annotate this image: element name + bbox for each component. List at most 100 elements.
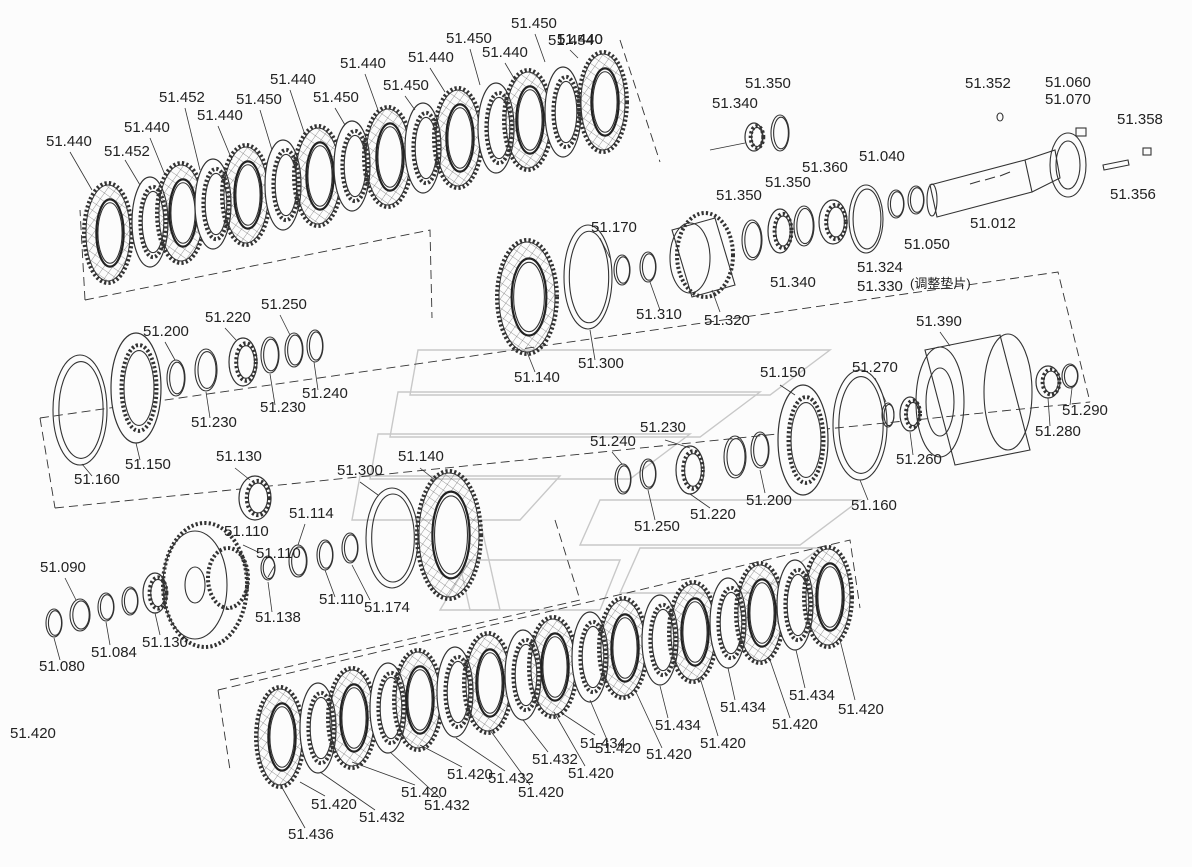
bearing-51340a: [767, 208, 794, 254]
shim-51324: [848, 184, 884, 254]
leader-line: [489, 729, 531, 786]
part-number-label: 51.270: [852, 359, 898, 376]
top-clutch-disc: [220, 143, 272, 247]
leader-line: [389, 751, 441, 799]
part-number-label: 51.150: [760, 364, 806, 381]
leader-line: [647, 489, 656, 521]
bottom-clutch-disc: [597, 596, 649, 700]
part-number-label: 51.290: [1062, 402, 1108, 419]
part-number-label: 51.130: [142, 634, 188, 651]
ring-51230b: [260, 336, 280, 374]
bearing-51280: [1035, 365, 1062, 399]
leader-lines: [53, 33, 1073, 829]
part-number-label: 51.160: [851, 497, 897, 514]
snap-ring-51300-top: [563, 224, 613, 330]
ring-51350b: [793, 205, 815, 247]
ring-51050: [907, 185, 925, 215]
part-number-label: 51.432: [424, 797, 470, 814]
bottom-clutch-disc: [802, 545, 854, 649]
part-number-label: 51.356: [1110, 186, 1156, 203]
part-number-label: 51.230: [640, 419, 686, 436]
leader-line: [242, 544, 259, 553]
output-shaft: [709, 112, 1152, 218]
leader-line: [727, 667, 736, 701]
ring-51174: [341, 532, 359, 564]
ring-51110c: [316, 539, 334, 571]
part-number-label: 51.350: [716, 187, 762, 204]
part-number-label: 51.330: [857, 278, 903, 295]
leader-line: [939, 331, 951, 347]
part-number-label: 51.452: [104, 143, 150, 160]
part-number-label: 51.250: [634, 518, 680, 535]
part-number-label: 51.114: [289, 505, 334, 522]
part-number-label: 51.138: [255, 609, 301, 626]
part-number-label: 51.420: [518, 784, 564, 801]
part-number-label: 51.230: [191, 414, 237, 431]
leader-line: [859, 479, 869, 501]
top-clutch-disc: [577, 50, 629, 154]
part-number-label: 51.070: [1045, 91, 1091, 108]
gear-hub-51320: [669, 211, 736, 299]
leader-line: [569, 49, 579, 59]
part-number-label: 51.420: [10, 725, 56, 742]
leader-line: [184, 107, 201, 171]
part-number-label: 51.450: [383, 77, 429, 94]
part-number-label: 51.450: [236, 91, 282, 108]
part-number-label: 51.452: [159, 89, 205, 106]
part-number-label: 51.280: [1035, 423, 1081, 440]
spring-51220b: [675, 445, 705, 495]
part-number-label: 51.220: [690, 506, 736, 523]
part-number-label: 51.440: [482, 44, 528, 61]
leader-line: [455, 737, 506, 772]
leader-line: [279, 783, 306, 829]
part-labels: 51.440 51.452 51.440 51.452 51.440 51.450 51.4…: [10, 15, 1163, 843]
part-number-label: 51.040: [859, 148, 905, 165]
part-number-label: 51.310: [636, 306, 682, 323]
leader-line: [135, 442, 141, 461]
ring-51200b: [750, 431, 770, 469]
leader-line: [351, 564, 371, 601]
part-number-label: 51.440: [46, 133, 92, 150]
leader-line: [659, 685, 669, 719]
ring-51230b2: [723, 435, 747, 479]
leader-line: [874, 377, 887, 403]
leader-line: [759, 469, 766, 494]
leader-line: [313, 361, 319, 391]
ring-51250: [284, 332, 304, 368]
leader-line: [53, 637, 61, 661]
part-number-label: 51.260: [896, 451, 942, 468]
part-number-label: 51.340: [770, 274, 816, 291]
gear-51130-large: [161, 521, 250, 649]
part-number-label: 51.434: [789, 687, 835, 704]
leader-line: [589, 699, 609, 743]
bottom-clutch-disc: [326, 666, 378, 770]
part-number-label: 51.080: [39, 658, 85, 675]
leader-line: [711, 289, 721, 313]
leader-line: [81, 463, 93, 477]
part-number-label: 51.300: [337, 462, 383, 479]
leader-line: [589, 329, 596, 361]
ring-51310: [639, 251, 657, 283]
leader-line: [419, 467, 436, 481]
bottom-clutch-disc: [254, 685, 306, 789]
part-number-label: 51.360: [802, 159, 848, 176]
leader-line: [699, 677, 719, 737]
leader-line: [279, 314, 291, 336]
leader-line: [1047, 397, 1051, 427]
top-clutch-disc: [502, 68, 554, 172]
part-number-label: 51.440: [340, 55, 386, 72]
washer-51090: [69, 598, 91, 632]
leader-line: [769, 659, 791, 719]
part-number-label: 51.340: [712, 95, 758, 112]
part-number-label: 51.174: [364, 599, 410, 616]
piston-51150b: [777, 384, 829, 496]
leader-line: [334, 107, 346, 126]
part-number-label: 51.390: [916, 313, 962, 330]
clutch-drum-51390: [915, 333, 1033, 466]
part-number-label: 51.110: [319, 591, 364, 608]
part-number-label: 51.420: [700, 735, 746, 752]
part-number-label: 51.420: [772, 716, 818, 733]
part-number-label: 51.060: [1045, 74, 1091, 91]
ring-51240b: [614, 463, 632, 495]
